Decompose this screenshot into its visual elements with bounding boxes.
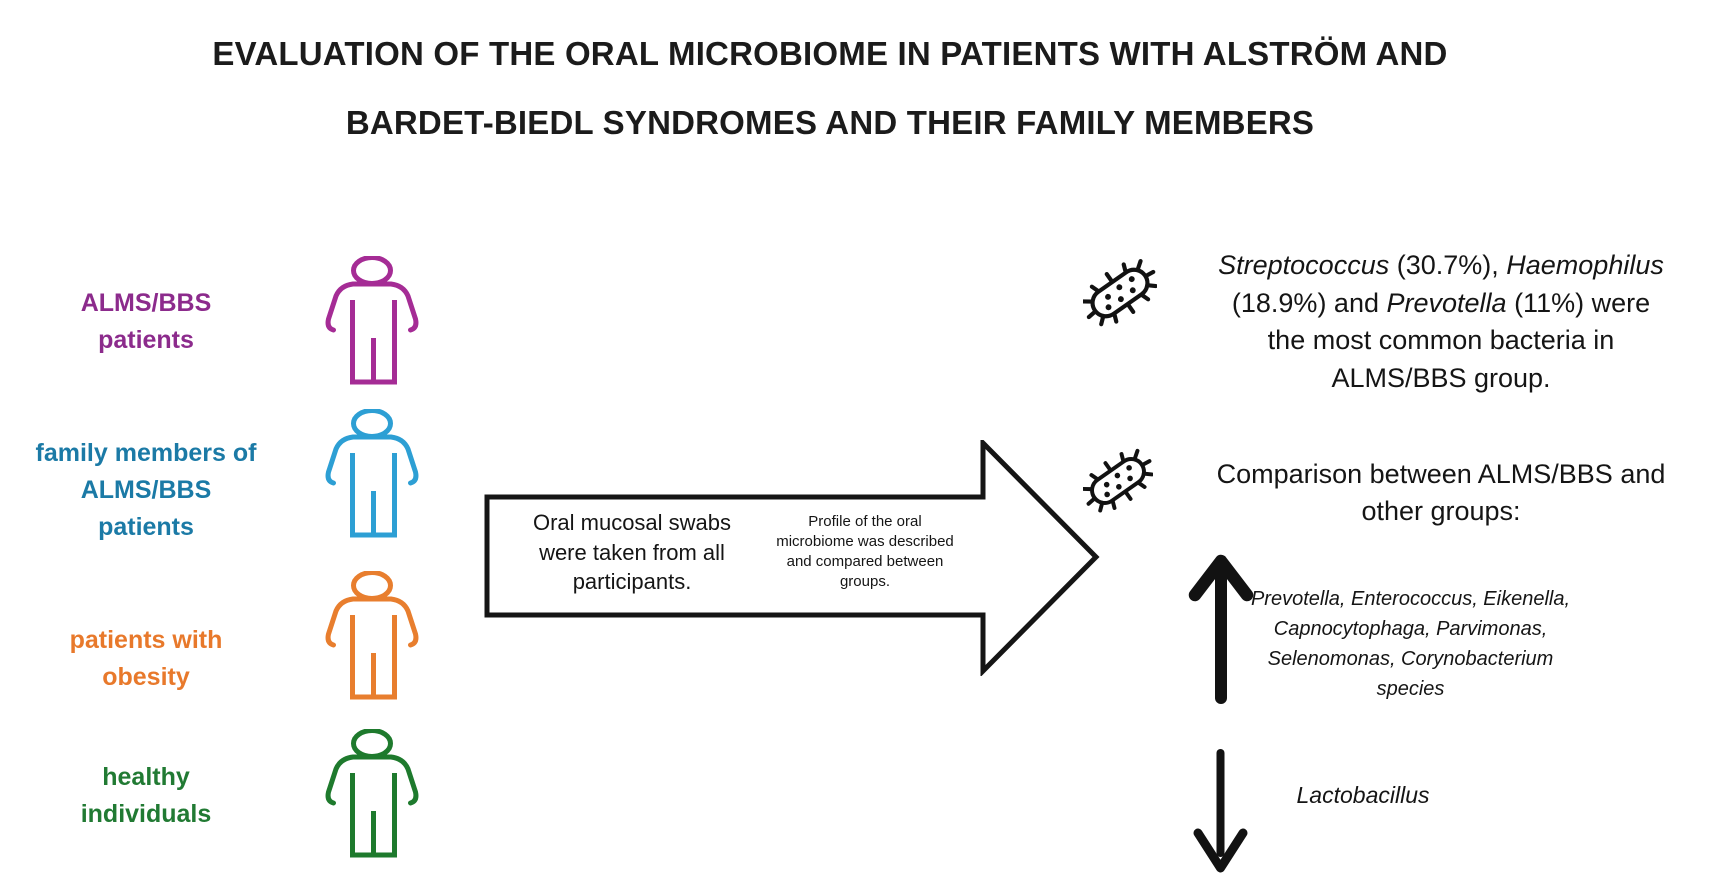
group-label-patients-with-obesity: patients with obesity — [69, 626, 223, 691]
right-arrow-shape — [484, 440, 1100, 676]
top-bacteria-finding-text: Streptococcus (30.7%), Haemophilus (18.9… — [1218, 250, 1664, 393]
method-step-2-text: Profile of the oral microbiome was descr… — [776, 513, 954, 590]
person-icon — [325, 409, 420, 540]
group-label-healthy-individuals: healthy individuals — [80, 763, 212, 828]
person-icon — [325, 571, 420, 702]
bacteria-icon — [1083, 246, 1157, 340]
decreased-species-text: Lactobacillus — [1296, 782, 1430, 808]
bacteria-icon — [1083, 437, 1153, 525]
down-arrow-icon — [1191, 749, 1250, 875]
page-title-line-2: BARDET-BIEDL SYNDROMES AND THEIR FAMILY … — [345, 104, 1315, 141]
increased-species-text: Prevotella, Enterococcus, Eikenella, Cap… — [1250, 588, 1571, 700]
method-step-1-text: Oral mucosal swabs were taken from all p… — [532, 510, 732, 594]
group-label-alms-bbs-patients: ALMS/BBS patients — [80, 289, 212, 354]
person-icon — [325, 729, 420, 860]
person-icon — [325, 256, 420, 387]
up-arrow-icon — [1186, 548, 1256, 711]
page-title-line-1: EVALUATION OF THE ORAL MICROBIOME IN PAT… — [212, 35, 1448, 72]
group-label-family-members: family members of ALMS/BBS patients — [35, 439, 257, 541]
comparison-heading: Comparison between ALMS/BBS and other gr… — [1216, 459, 1666, 526]
